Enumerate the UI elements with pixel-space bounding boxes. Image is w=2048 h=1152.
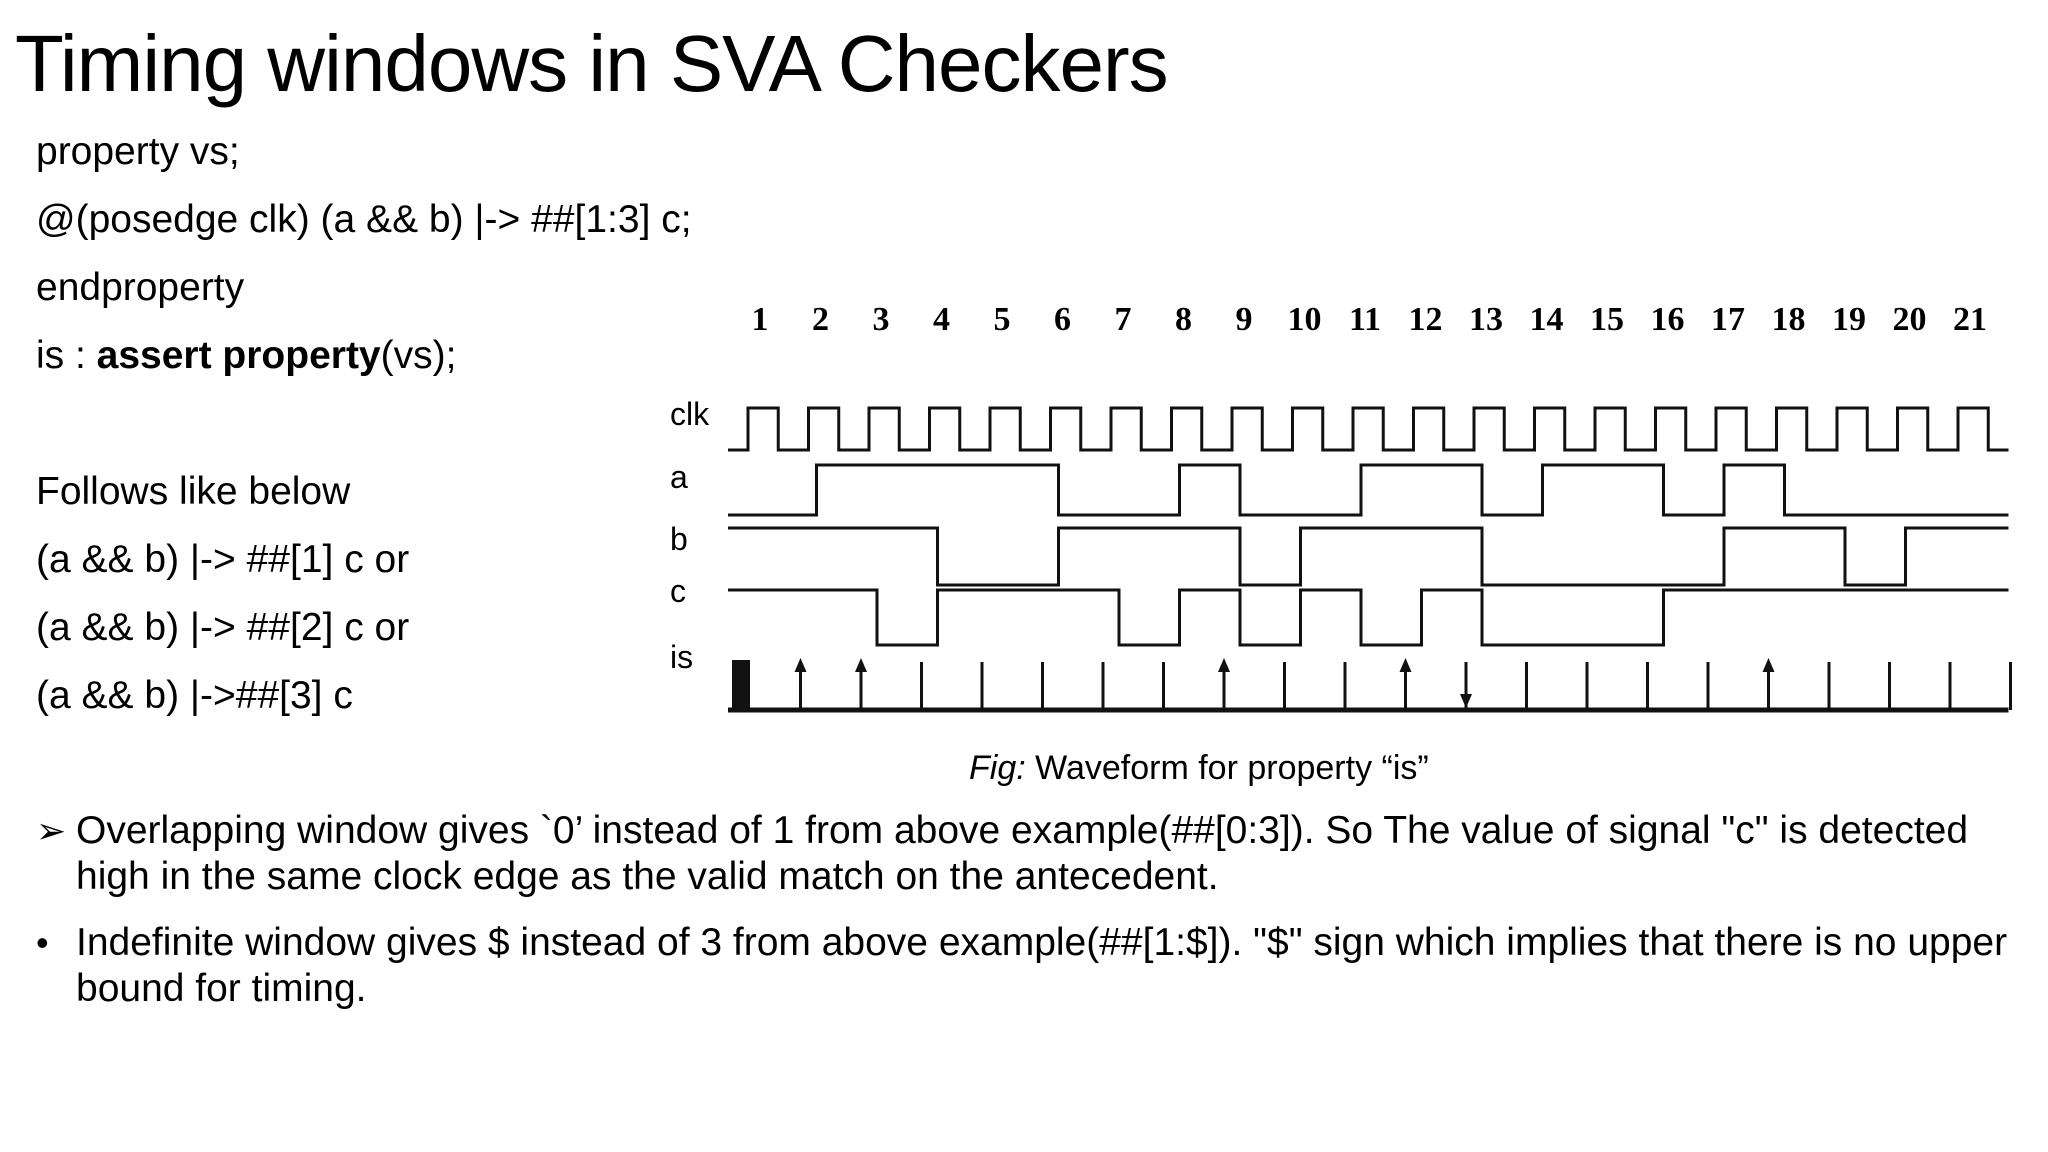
is-start-block (732, 660, 750, 708)
cycle-number-label: 17 (1711, 301, 1745, 338)
code-line-4-bold: assert property (96, 334, 381, 377)
clk-waveform (728, 406, 2009, 452)
cycle-number-label: 12 (1409, 301, 1443, 338)
bullet-text: Overlapping window gives `0’ instead of … (76, 809, 1969, 898)
signal-label-a: a (670, 459, 688, 495)
is-fail-arrow (1460, 694, 1472, 708)
is-success-arrow (855, 658, 867, 672)
cycle-number-label: 3 (873, 301, 890, 338)
code-line-8: (a && b) |->##[3] c (36, 674, 353, 717)
cycle-number-label: 2 (812, 301, 829, 338)
caption-prefix: Fig: (969, 749, 1026, 787)
bullet-list: ➢ Overlapping window gives `0’ instead o… (36, 808, 2016, 1032)
caption-text: Waveform for property “is” (1025, 749, 1429, 787)
figure-caption: Fig: Waveform for property “is” (969, 749, 1429, 788)
cycle-number-label: 18 (1772, 301, 1806, 338)
code-line-7: (a && b) |-> ##[2] c or (36, 606, 410, 649)
code-line-6: (a && b) |-> ##[1] c or (36, 538, 410, 581)
cycle-number-label: 14 (1530, 301, 1564, 338)
cycle-number-label: 7 (1115, 301, 1132, 338)
cycle-number-label: 9 (1236, 301, 1253, 338)
code-line-2: @(posedge clk) (a && b) |-> ##[1:3] c; (36, 198, 692, 241)
cycle-number-label: 5 (994, 301, 1011, 338)
signal-label-is: is (670, 639, 693, 675)
signal-label-clk: clk (670, 396, 710, 432)
is-success-arrow (1399, 658, 1412, 672)
code-line-3: endproperty (36, 266, 245, 309)
cycle-number-label: 1 (752, 301, 769, 338)
code-line-4-prefix: is : (36, 334, 97, 377)
is-success-arrow (1762, 658, 1775, 672)
cycle-number-label: 16 (1651, 301, 1685, 338)
signal-label-b: b (670, 521, 688, 557)
bullet-item: • Indefinite window gives $ instead of 3… (36, 920, 2016, 1012)
code-line-4: is : assert property(vs); (36, 336, 456, 375)
code-line-1: property vs; (36, 130, 240, 173)
cycle-number-label: 11 (1349, 301, 1381, 338)
cycle-number-label: 8 (1175, 301, 1192, 338)
is-success-arrow (794, 658, 807, 672)
cycle-number-label: 6 (1054, 301, 1071, 338)
cycle-number-label: 10 (1288, 301, 1322, 338)
cycle-number-label: 20 (1893, 301, 1927, 338)
is-success-arrow (1218, 658, 1230, 672)
dot-bullet-icon: • (36, 922, 49, 963)
cycle-number-label: 15 (1590, 301, 1624, 338)
cycle-number-label: 21 (1953, 301, 1987, 338)
code-line-5: Follows like below (36, 470, 351, 513)
signal-label-c: c (670, 573, 686, 609)
cycle-number-label: 19 (1832, 301, 1866, 338)
a-waveform (728, 463, 2009, 517)
b-waveform (728, 526, 2009, 587)
cycle-number-label: 4 (933, 301, 950, 338)
bullet-text: Indefinite window gives $ instead of 3 f… (76, 921, 2008, 1010)
slide-title: Timing windows in SVA Checkers (15, 19, 1169, 108)
code-line-4-suffix: (vs); (380, 334, 457, 377)
arrow-bullet-icon: ➢ (36, 810, 67, 851)
cycle-number-label: 13 (1469, 301, 1503, 338)
bullet-item: ➢ Overlapping window gives `0’ instead o… (36, 808, 2016, 900)
c-waveform (728, 588, 2009, 647)
